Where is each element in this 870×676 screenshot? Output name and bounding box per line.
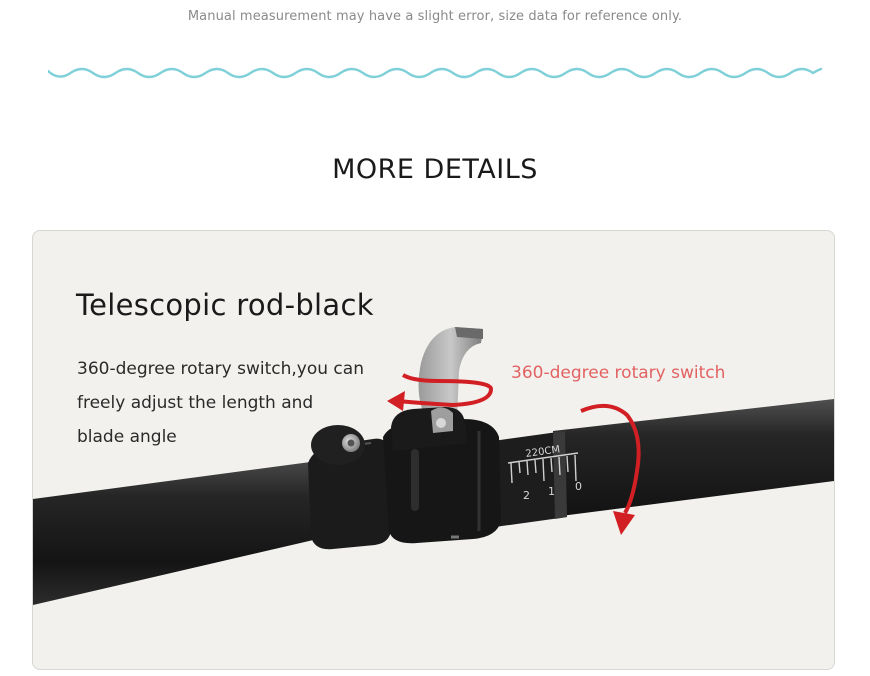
- thick-rod: [33, 459, 335, 605]
- rod-rotation-arrow: [580, 403, 641, 514]
- rod-collar: [308, 438, 391, 550]
- measurement-note: Manual measurement may have a slight err…: [187, 9, 683, 24]
- detail-panel: 220CM 2 1 0 Telescopic rod-black 360-deg…: [32, 230, 835, 670]
- rotary-switch-label: 360-degree rotary switch: [511, 363, 726, 383]
- section-heading: MORE DETAILS: [332, 154, 538, 185]
- feature-description: 360-degree rotary switch,you can freely …: [77, 352, 387, 454]
- telescopic-rod-illustration: 220CM 2 1 0: [33, 327, 834, 605]
- scale-tick-2: 2: [523, 489, 530, 502]
- product-title: Telescopic rod-black: [76, 288, 374, 322]
- description-line: 360-degree rotary switch,you can: [77, 359, 364, 379]
- thin-rod: [553, 399, 834, 517]
- description-line: blade angle: [77, 427, 177, 447]
- scale-unit-label: 220CM: [525, 444, 561, 460]
- description-line: freely adjust the length and: [77, 393, 314, 413]
- switch-rotation-arrow: [397, 373, 494, 408]
- scale-tick-1: 1: [548, 485, 555, 498]
- scale-sleeve: [493, 431, 567, 527]
- wave-divider: [48, 67, 823, 79]
- scale-ticks: [507, 452, 579, 484]
- scale-tick-0: 0: [575, 480, 582, 493]
